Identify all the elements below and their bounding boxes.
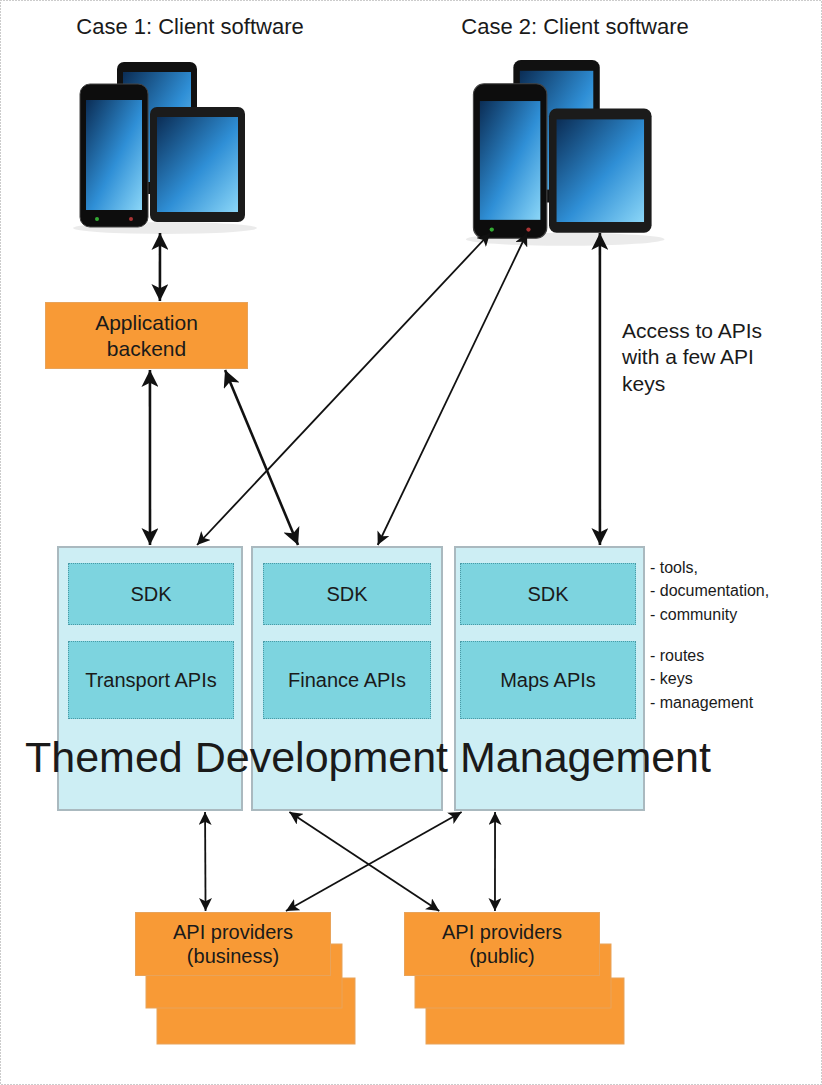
connector-arrow <box>286 812 462 911</box>
case-heading: Case 2: Client software <box>425 14 725 40</box>
connector-arrow <box>204 812 206 911</box>
box-label: API providers (public) <box>431 920 573 968</box>
backend-box: Application backend <box>45 302 248 369</box>
box-label: SDK <box>527 582 568 606</box>
note-item: - tools, <box>650 558 698 577</box>
note-item: - keys <box>650 669 693 688</box>
client-devices: Case 2: Client software <box>425 14 725 232</box>
api-box: Transport APIs <box>68 641 234 719</box>
box-label: SDK <box>326 582 367 606</box>
api-box: Maps APIs <box>460 641 636 719</box>
box-label: Application backend <box>72 310 221 360</box>
note-item: - routes <box>650 646 704 665</box>
connector-arrow <box>225 370 298 545</box>
connector-arrow <box>599 233 602 545</box>
box-label: API providers (business) <box>162 920 304 968</box>
devices-illustration <box>73 62 257 234</box>
note-item: - management <box>650 693 753 712</box>
sdk-box: SDK <box>460 563 636 625</box>
api-box: Finance APIs <box>263 641 431 719</box>
provider-box: API providers (public) <box>404 912 600 976</box>
box-label: Finance APIs <box>288 668 406 692</box>
sdk-box: SDK <box>263 563 431 625</box>
connector-arrow <box>159 233 162 301</box>
edge-label: Access to APIs with a few API keys <box>622 318 800 397</box>
case-heading: Case 1: Client software <box>40 14 340 40</box>
note-item: - community <box>650 605 737 624</box>
client-devices: Case 1: Client software <box>40 14 340 232</box>
devices-illustration <box>466 60 665 246</box>
layer-title: Themed Development Management <box>25 732 711 784</box>
note-item: - documentation, <box>650 581 769 600</box>
connector-arrow <box>378 233 527 545</box>
box-label: Maps APIs <box>500 668 596 692</box>
sdk-box: SDK <box>68 563 234 625</box>
box-label: Transport APIs <box>85 668 217 692</box>
connector-arrow <box>149 370 152 545</box>
box-label: SDK <box>130 582 171 606</box>
connector-arrow <box>494 812 496 911</box>
provider-box: API providers (business) <box>135 912 331 976</box>
connector-arrow <box>197 233 490 545</box>
